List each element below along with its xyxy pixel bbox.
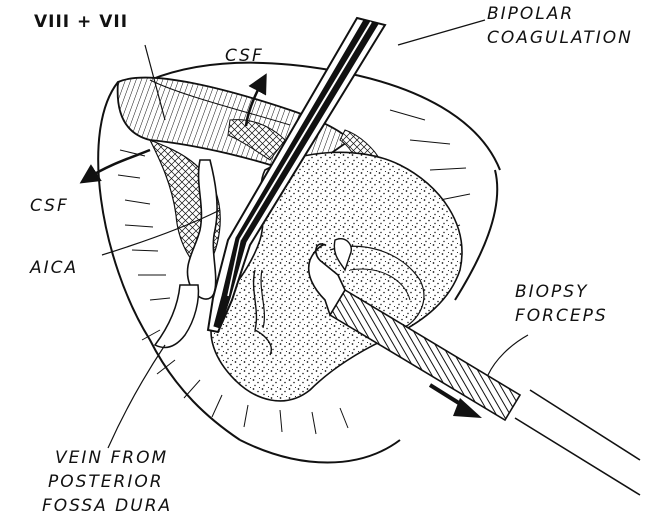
label-bipolar-line1: BIPOLAR [487,4,574,25]
label-vein-line2: POSTERIOR [48,472,164,493]
label-bipolar-line2: COAGULATION [487,28,633,49]
label-nerves-viii-vii: VIII + VII [34,12,128,33]
label-vein-line1: VEIN FROM [55,448,168,469]
label-csf-left: CSF [30,196,69,217]
label-biopsy-line2: FORCEPS [515,306,608,327]
label-vein-line3: FOSSA DURA [42,496,172,517]
label-aica: AICA [30,258,78,279]
vein-from-dura [155,285,198,348]
label-biopsy-line1: BIOPSY [515,282,588,303]
label-csf-top: CSF [225,46,264,67]
